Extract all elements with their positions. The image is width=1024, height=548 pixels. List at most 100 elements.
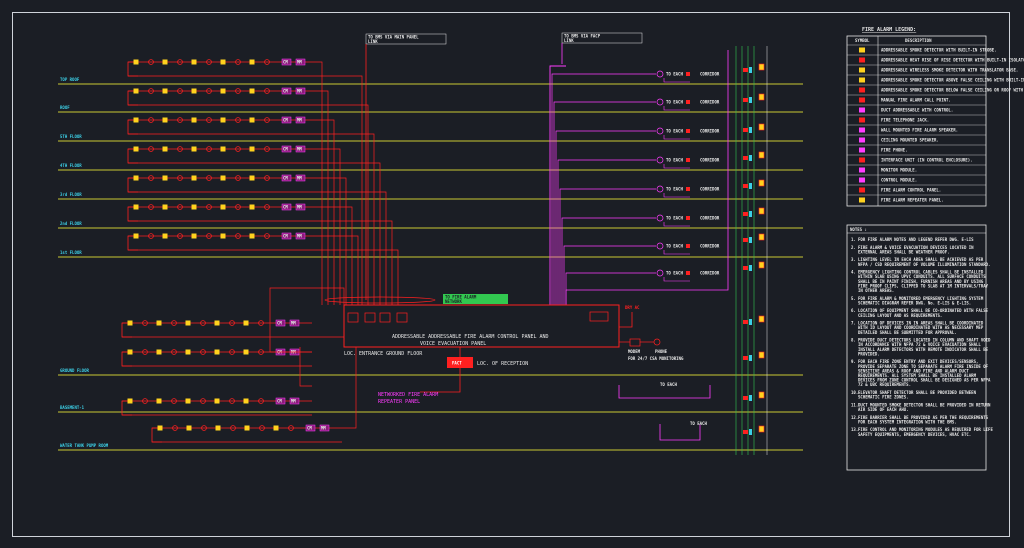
drawing-border xyxy=(12,12,1010,537)
smoke-detector-icon xyxy=(157,425,163,431)
smoke-detector-icon xyxy=(162,204,168,210)
speaker-device-icon xyxy=(686,244,690,248)
heat-detector-icon xyxy=(206,175,212,181)
note-text: SCHEMATIC FIRE ZONES. xyxy=(858,395,909,400)
legend-row-description: ADDRESSABLE WIRELESS SMOKE DETECTOR WITH… xyxy=(881,68,1018,73)
legend-row-description: INTERFACE UNIT (IN CONTROL ENCLOSURE). xyxy=(881,158,973,163)
riser-device-icon xyxy=(758,151,765,159)
riser-device-icon xyxy=(749,429,752,435)
corridor-label: CORRIDOR xyxy=(700,72,720,77)
smoke-detector-icon xyxy=(220,175,226,181)
heat-detector-icon xyxy=(258,398,264,404)
smoke-detector-icon xyxy=(244,425,250,431)
monitor-module xyxy=(295,58,306,66)
top-tag-left-line2: LINK xyxy=(368,39,378,44)
smoke-detector-icon xyxy=(185,398,191,404)
floor-lines-upper xyxy=(58,83,803,258)
monitor-module-tag: MM xyxy=(291,399,296,404)
smoke-detector-icon xyxy=(191,146,197,152)
note-text: SAFETY EQUIPMENTS, EMERGENCY DEVICES, HV… xyxy=(858,432,971,437)
smoke-detector-icon xyxy=(249,117,255,123)
speaker-device-icon xyxy=(686,100,690,104)
legend: FIRE ALARM LEGEND: SYMBOL DESCRIPTION AD… xyxy=(846,27,1024,207)
smoke-detector-icon xyxy=(249,175,255,181)
heat-detector-icon xyxy=(200,320,206,326)
right-riser-column xyxy=(735,46,768,455)
smoke-detector-icon xyxy=(220,233,226,239)
smoke-detector-icon xyxy=(156,398,162,404)
voice-riser-label: TO EACH xyxy=(666,129,683,134)
main-control-panel: TO FIRE ALARM NETWORK ADDRESSABLE ADDRES… xyxy=(324,294,620,357)
note-text: EXTERNAL AREAS SHALL BE WEATHER PROOF. xyxy=(858,249,950,254)
speaker-icon xyxy=(656,127,664,135)
monitor-module xyxy=(295,174,306,182)
riser-device-icon xyxy=(743,156,748,160)
corridor-label: CORRIDOR xyxy=(700,100,720,105)
phone-label: PHONE xyxy=(655,349,668,354)
smoke-detector-icon xyxy=(156,349,162,355)
smoke-detector-icon xyxy=(249,59,255,65)
riser-device-icon xyxy=(749,237,752,243)
smoke-detector-icon xyxy=(191,88,197,94)
panel-title-line2: VOICE EVACUATION PANEL xyxy=(420,341,486,347)
note-text: FIRE CONTROL AND MONITORING MODULES AS R… xyxy=(858,427,993,432)
riser-device-icon xyxy=(743,98,748,102)
monitor-module-tag: MM xyxy=(297,147,302,152)
legend-row-description: CEILING MOUNTED SPEAKER. xyxy=(881,138,939,143)
floor-label: 5TH FLOOR xyxy=(60,134,82,139)
speaker-device-icon xyxy=(686,271,690,275)
heat-detector-icon xyxy=(206,88,212,94)
panel-tag-line2: NETWORK xyxy=(445,299,462,304)
control-module-tag: CM xyxy=(283,205,288,210)
control-module-tag: CM xyxy=(283,176,288,181)
heat-detector-icon xyxy=(235,59,241,65)
note-text: FIRE PROOF CLIPS, CLIPPED TO SLAB AT 1M … xyxy=(858,283,989,288)
control-module-tag: CM xyxy=(307,426,312,431)
legend-symbol-icon xyxy=(859,177,865,183)
voice-riser xyxy=(555,130,656,305)
legend-col-symbol: SYMBOL xyxy=(855,38,870,43)
heat-detector-icon xyxy=(171,320,177,326)
note-text: FOR FIRE ALARM & MONITORED EMERGENCY LIG… xyxy=(858,296,984,301)
heat-detector-icon xyxy=(177,146,183,152)
smoke-detector-icon xyxy=(220,88,226,94)
speaker-icon xyxy=(656,70,664,78)
heat-detector-icon xyxy=(235,117,241,123)
smoke-detector-icon xyxy=(156,320,162,326)
control-module-tag: CM xyxy=(277,399,282,404)
control-module xyxy=(281,203,292,211)
panel-network-tag xyxy=(443,294,508,304)
panel-location: LOC. ENTRANCE GROUND FLOOR xyxy=(344,351,423,357)
riser-device-icon xyxy=(749,211,752,217)
modem-label: MODEM xyxy=(628,349,641,354)
note-text: SENSITIVE AREAS & ROOF AND FIRE AND ALAR… xyxy=(858,368,969,373)
heat-detector-icon xyxy=(148,204,154,210)
riser-device-icon xyxy=(749,265,752,271)
heat-detector-icon xyxy=(235,88,241,94)
smoke-detector-icon xyxy=(133,233,139,239)
heat-detector-icon xyxy=(264,233,270,239)
smoke-detector-icon xyxy=(162,233,168,239)
monitor-module-tag: MM xyxy=(321,426,326,431)
note-number: 2. xyxy=(851,245,856,250)
riser-device-icon xyxy=(749,67,752,73)
voice-riser-label: TO EACH xyxy=(666,100,683,105)
riser-device-icon xyxy=(758,93,765,101)
heat-detector-icon xyxy=(206,59,212,65)
note-number: 7. xyxy=(851,321,856,326)
heat-detector-icon xyxy=(258,349,264,355)
red-riser xyxy=(318,235,359,305)
heat-detector-icon xyxy=(229,349,235,355)
legend-symbol-icon xyxy=(859,117,865,123)
floor-label: GROUND FLOOR xyxy=(60,368,89,373)
monitoring-label: FOR 24/7 CSA MONITORING xyxy=(628,356,684,361)
fact-location: LOC. OF RECEPTION xyxy=(477,361,528,367)
note-text: PROVIDE DUCT DETECTORS LOCATED IN COLUMN… xyxy=(858,338,991,343)
smoke-detector-icon xyxy=(191,175,197,181)
voice-riser xyxy=(557,159,656,305)
legend-symbol-icon xyxy=(859,47,865,53)
heat-detector-icon xyxy=(229,398,235,404)
control-module xyxy=(281,116,292,124)
note-text: 72 & UBC REQUIREMENTS. xyxy=(858,382,911,387)
top-tag-left-line1: TO BMS VIA MAIN PANEL xyxy=(368,35,419,40)
